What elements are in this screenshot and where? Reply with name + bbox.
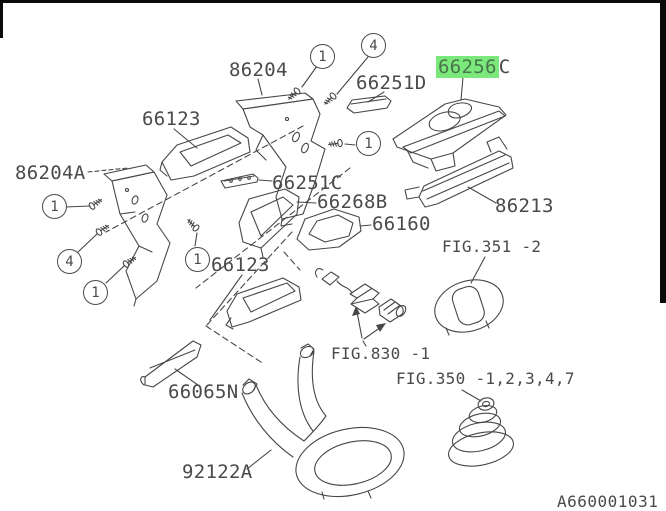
fig350-shift-boot-drawing	[448, 397, 514, 467]
part-86204A-drawing	[103, 164, 171, 307]
part-86204-drawing	[235, 92, 326, 227]
part-label-86204[interactable]: 86204	[229, 59, 288, 81]
part-label-66251D[interactable]: 66251D	[356, 72, 427, 94]
leader-lines	[64, 56, 497, 470]
left-edge-bar	[0, 0, 3, 38]
right-edge-bar	[660, 0, 666, 303]
part-66256C-drawing	[392, 98, 507, 172]
callout-circle-4: 4	[361, 33, 386, 58]
callout-circle-4: 4	[57, 249, 82, 274]
part-66065N-drawing	[140, 340, 202, 388]
part-66251C-drawing	[220, 173, 259, 189]
callout-circle-1: 1	[42, 194, 67, 219]
highlighted-part-number[interactable]: 66256	[436, 56, 499, 78]
fig-ref-351[interactable]: FIG.351 -2	[442, 237, 542, 256]
part-92122A-drawing	[241, 343, 405, 500]
part-label-66065N[interactable]: 66065N	[168, 381, 239, 403]
screw-icon	[327, 138, 344, 149]
screw-icon	[184, 216, 201, 233]
part-label-66123-mid[interactable]: 66123	[211, 254, 270, 276]
screw-icon	[321, 91, 338, 108]
part-66123-mid-drawing	[225, 277, 302, 330]
screw-icon	[121, 253, 139, 269]
part-label-66251C[interactable]: 66251C	[272, 172, 343, 194]
fig351-bezel-drawing	[434, 279, 504, 336]
part-number-suffix[interactable]: C	[498, 56, 511, 78]
callout-circle-1: 1	[356, 131, 381, 156]
callout-circle-1: 1	[185, 247, 210, 272]
part-label-66160[interactable]: 66160	[372, 213, 431, 235]
part-66251D-drawing	[346, 95, 392, 114]
screw-icon	[87, 195, 105, 211]
part-label-66123-top[interactable]: 66123	[142, 108, 201, 130]
fig830-lighter-drawing	[315, 268, 407, 340]
part-66268B-drawing	[238, 188, 300, 258]
callout-circle-1: 1	[310, 44, 335, 69]
part-label-66268B[interactable]: 66268B	[317, 191, 388, 213]
part-label-86213[interactable]: 86213	[495, 195, 554, 217]
part-66160-drawing	[296, 208, 362, 251]
part-label-86204A[interactable]: 86204A	[15, 162, 86, 184]
part-label-92122A[interactable]: 92122A	[182, 461, 253, 483]
screw-icon	[94, 221, 112, 237]
part-86213-drawing	[404, 136, 514, 208]
assembly-dash-lines	[87, 125, 351, 365]
top-edge-bar	[0, 0, 666, 3]
fig-ref-830[interactable]: FIG.830 -1	[331, 344, 431, 363]
part-66123-top-drawing	[159, 126, 251, 181]
diagram-code: A660001031	[557, 492, 659, 511]
callout-circle-1: 1	[83, 280, 108, 305]
fig-ref-350[interactable]: FIG.350 -1,2,3,4,7	[396, 369, 575, 388]
